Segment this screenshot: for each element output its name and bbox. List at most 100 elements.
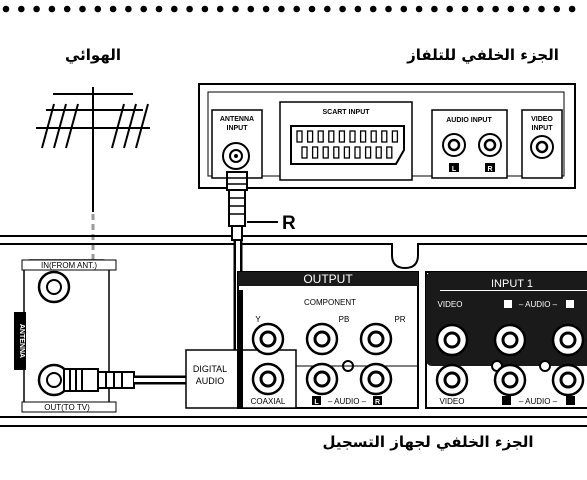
input2-video-jack — [435, 363, 469, 397]
border-dot — [522, 5, 530, 13]
tv-antenna-input-label: ANTENNA — [220, 116, 254, 123]
tv-back-title: الجزء الخلفي للتلفاز — [406, 46, 559, 64]
border-dot — [247, 5, 255, 13]
scart-pin — [328, 130, 335, 143]
border-dot — [492, 5, 499, 13]
tv-video-input-label-2: INPUT — [532, 125, 554, 132]
tv-audio-l-badge: L — [452, 166, 457, 173]
border-dot — [216, 5, 224, 13]
input1-audio-label: – AUDIO – — [519, 300, 558, 309]
input1-audio-l-jack — [493, 323, 527, 357]
input1-video-label: VIDEO — [438, 300, 463, 309]
scart-pin — [311, 146, 319, 159]
antenna-icon — [36, 87, 150, 212]
scart-pin — [296, 130, 303, 143]
border-dot — [155, 5, 163, 13]
scart-pin — [349, 130, 356, 143]
antenna-title: الهوائي — [65, 46, 121, 64]
border-dot — [48, 5, 56, 13]
border-dot — [538, 5, 545, 13]
border-dot — [477, 5, 484, 13]
callout-r: R — [282, 213, 296, 234]
border-dot — [293, 5, 301, 13]
out-to-tv-label: OUT(TO TV) — [44, 403, 90, 412]
border-dot — [18, 5, 25, 13]
scart-pin — [370, 130, 377, 143]
tv-antenna-jack — [222, 142, 250, 170]
input2-audio-label: – AUDIO – — [519, 397, 558, 406]
y-label: Y — [255, 315, 261, 324]
border-dot — [186, 5, 193, 13]
pb-label: PB — [339, 315, 350, 324]
border-dot — [63, 5, 71, 13]
border-dot — [109, 5, 117, 13]
border-dot — [553, 5, 561, 13]
in-from-ant-label: IN(FROM ANT.) — [41, 261, 97, 270]
border-dot — [507, 5, 515, 13]
border-dot — [262, 5, 270, 13]
scart-pin — [386, 146, 393, 159]
border-dot — [308, 5, 316, 13]
rf-plug-tv — [226, 171, 248, 241]
input2-video-label: VIDEO — [440, 397, 465, 406]
recorder-back-title: الجزء الخلفي لجهاز التسجيل — [322, 433, 533, 451]
border-dot — [354, 5, 362, 13]
tv-audio-l-jack — [442, 133, 466, 157]
border-dot — [339, 5, 346, 13]
scart-pin — [375, 146, 382, 159]
digital-audio-label: DIGITAL — [193, 364, 227, 374]
border-dot — [446, 5, 454, 13]
component-pr-jack — [359, 322, 393, 356]
tv-audio-r-badge: R — [487, 166, 492, 173]
output-label: OUTPUT — [303, 272, 353, 286]
output-badge-r: R — [375, 399, 380, 406]
input2-audio-l-jack — [493, 363, 527, 397]
digital-audio-label-2: AUDIO — [196, 376, 225, 386]
border-dot — [278, 5, 285, 13]
rf-plug-out — [63, 368, 135, 392]
border-dot — [2, 5, 10, 13]
scart-pin — [338, 130, 346, 143]
input1-label: INPUT 1 — [491, 278, 533, 290]
output-audio-l-jack — [305, 362, 339, 396]
output-audio-r-jack — [359, 362, 393, 396]
border-dot — [140, 5, 147, 13]
pr-label: PR — [394, 315, 405, 324]
scart-pin — [333, 146, 340, 159]
tv-audio-r-jack — [478, 133, 502, 157]
border-dot — [94, 5, 102, 13]
input1-video-jack — [435, 323, 469, 357]
border-dot — [79, 5, 86, 13]
scart-label: SCART INPUT — [322, 109, 370, 116]
coaxial-label: COAXIAL — [251, 397, 286, 406]
tv-video-input-label: VIDEO — [531, 116, 553, 123]
border-dot — [125, 5, 132, 13]
scart-pins — [296, 130, 399, 159]
output-badge-l: L — [314, 399, 319, 406]
tv-audio-input-label: AUDIO INPUT — [446, 117, 492, 124]
border-dot — [33, 5, 40, 13]
component-pb-jack — [305, 322, 339, 356]
scart-pin — [343, 146, 351, 159]
output-header-bar — [238, 272, 418, 286]
component-y-jack — [251, 322, 285, 356]
border-dot — [201, 5, 209, 13]
antenna-vertical-label: ANTENNA — [18, 324, 25, 358]
border-dot — [324, 5, 331, 13]
border-dot — [171, 5, 178, 13]
coaxial-jack — [251, 362, 285, 396]
scart-pin — [381, 130, 388, 143]
scart-pin — [354, 146, 361, 159]
top-dotted-border — [2, 5, 576, 13]
scart-pin — [322, 146, 329, 159]
border-dot — [461, 5, 469, 13]
component-label: COMPONENT — [304, 298, 356, 307]
input2-audio-r-jack — [551, 363, 585, 397]
scart-pin — [306, 130, 314, 143]
scart-pin — [391, 130, 399, 143]
ant-in-jack — [37, 270, 71, 304]
scart-pin — [364, 146, 372, 159]
scart-pin — [359, 130, 367, 143]
tv-video-jack — [530, 135, 554, 159]
